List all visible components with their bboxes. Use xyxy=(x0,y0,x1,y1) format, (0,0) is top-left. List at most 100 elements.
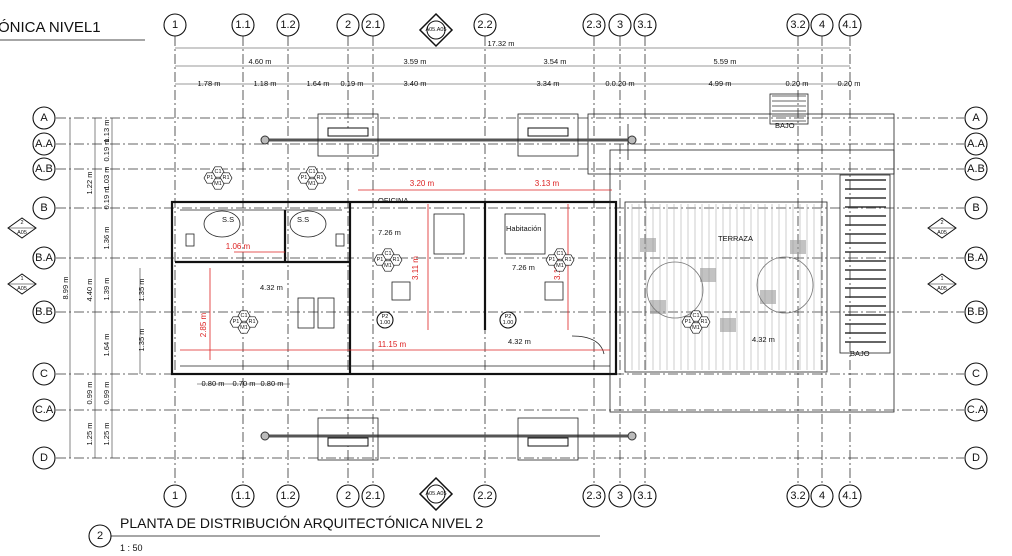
svg-text:R1: R1 xyxy=(316,175,323,181)
svg-text:2.3: 2.3 xyxy=(586,19,601,31)
svg-text:1: 1 xyxy=(172,19,178,31)
dim-bottom-3: 0.80 m xyxy=(261,379,284,388)
grid-bubble-col-2-top: 2 xyxy=(336,13,360,37)
svg-text:C: C xyxy=(972,368,980,380)
svg-text:1.2: 1.2 xyxy=(280,19,295,31)
svg-text:R1: R1 xyxy=(222,175,229,181)
grid-bubble-row-C.A-left: C.A xyxy=(32,398,56,422)
door-tag-2-label: P2 xyxy=(505,314,512,320)
dim-second-9: 0.20 m xyxy=(786,79,809,88)
grid-bubble-col-2.1-bottom: 2.1 xyxy=(361,484,385,508)
grid-bubble-col-3.2-top: 3.2 xyxy=(786,13,810,37)
dim-left-inner-5: 1.36 m xyxy=(102,227,111,250)
grid-bubble-col-1.1-bottom: 1.1 xyxy=(231,484,255,508)
svg-text:A: A xyxy=(972,112,980,124)
dim-left-mid-3: 0.99 m xyxy=(85,382,94,405)
grid-bubble-row-B.A-left: B.A xyxy=(32,246,56,270)
dim-second-5: 3.40 m xyxy=(404,79,427,88)
level-marks: 7.26 m 7.26 m 4.32 m 4.32 m 4.32 m xyxy=(260,228,775,346)
svg-text:3.2: 3.2 xyxy=(790,19,805,31)
terrace-decking xyxy=(631,204,822,370)
walls xyxy=(170,93,895,413)
grid-bubble-col-1-top: 1 xyxy=(163,13,187,37)
level-mark-2: 7.26 m xyxy=(512,263,535,272)
svg-text:C1: C1 xyxy=(240,313,247,319)
dim-left-mid-2: 4.40 m xyxy=(85,279,94,302)
dim-left-mid-4: 1.25 m xyxy=(85,423,94,446)
grid-bubble-col-4.1-bottom: 4.1 xyxy=(838,484,862,508)
svg-text:P1: P1 xyxy=(377,257,384,263)
svg-text:B.B: B.B xyxy=(35,306,53,318)
svg-text:1: 1 xyxy=(172,490,178,502)
svg-text:B: B xyxy=(972,202,979,214)
dim-left-small-1: 1.35 m xyxy=(137,279,146,302)
section-mark-left-1: 2 A05 xyxy=(7,217,37,239)
beams xyxy=(260,113,637,461)
grid-bubble-col-1.2-bottom: 1.2 xyxy=(276,484,300,508)
svg-text:1.1: 1.1 xyxy=(235,490,250,502)
grid-bubble-col-2.3-top: 2.3 xyxy=(582,13,606,37)
grid-bubble-col-2.2-bottom: 2.2 xyxy=(473,484,497,508)
svg-text:A.B: A.B xyxy=(967,163,985,175)
svg-text:P1: P1 xyxy=(301,175,308,181)
section-mark-top: A05.A05 xyxy=(418,12,454,48)
grid-bubble-row-A.B-left: A.B xyxy=(32,157,56,181)
red-dimensions: 3.20 m 3.13 m 1.06 m 3.11 m 3.11 m 2.85 … xyxy=(180,179,612,360)
dimension-text: 17.32 m 4.60 m 3.59 m 3.54 m 5.59 m 1.78… xyxy=(61,39,860,445)
svg-text:M1: M1 xyxy=(214,181,222,187)
svg-text:M1: M1 xyxy=(240,325,248,331)
svg-text:2.3: 2.3 xyxy=(586,490,601,502)
dim-top-1: 4.60 m xyxy=(249,57,272,66)
grid-bubble-col-3.1-top: 3.1 xyxy=(633,13,657,37)
svg-text:1.1: 1.1 xyxy=(235,19,250,31)
dim-second-7: 0.0.20 m xyxy=(605,79,634,88)
drawing-scale: 1 : 50 xyxy=(120,543,143,553)
svg-text:M1: M1 xyxy=(308,181,316,187)
dim-left-inner-6: 1.39 m xyxy=(102,278,111,301)
dim-left-inner-3: 1.03 m xyxy=(102,167,111,190)
door-tag-1-label: P2 xyxy=(382,314,389,320)
svg-text:D: D xyxy=(40,452,48,464)
door-tag-1-code: 1.00 xyxy=(380,320,391,326)
dim-second-10: 0.20 m xyxy=(838,79,861,88)
grid-bubble-col-2.3-bottom: 2.3 xyxy=(582,484,606,508)
svg-text:M1: M1 xyxy=(556,263,564,269)
grid-bubble-row-A.B-right: A.B xyxy=(964,157,988,181)
room-labels: OFICINA Habitación TERRAZA S.S S.S xyxy=(222,196,753,243)
dim-bottom-1: 0.80 m xyxy=(202,379,225,388)
room-ss-1: S.S xyxy=(222,215,234,224)
dim-second-3: 1.64 m xyxy=(307,79,330,88)
svg-text:C1: C1 xyxy=(384,251,391,257)
room-terraza: TERRAZA xyxy=(718,234,753,243)
svg-text:A05.A05: A05.A05 xyxy=(425,491,446,497)
stair-treads xyxy=(772,95,886,343)
svg-text:A05: A05 xyxy=(17,230,27,236)
grid-bubble-col-3-bottom: 3 xyxy=(608,484,632,508)
svg-text:A05: A05 xyxy=(937,286,947,292)
grid-bubble-row-B.A-right: B.A xyxy=(964,246,988,270)
svg-text:2: 2 xyxy=(345,490,351,502)
grid-bubble-col-3-top: 3 xyxy=(608,13,632,37)
svg-text:M1: M1 xyxy=(692,325,700,331)
grid-bubble-row-B.B-left: B.B xyxy=(32,300,56,324)
svg-text:A.A: A.A xyxy=(35,138,53,150)
svg-text:1: 1 xyxy=(20,276,23,282)
grid-bubble-col-1.2-top: 1.2 xyxy=(276,13,300,37)
dim-overall: 17.32 m xyxy=(487,39,514,48)
dim-left-mid-1: 1.22 m xyxy=(85,172,94,195)
dim-left-small-2: 1.35 m xyxy=(137,329,146,352)
svg-text:4: 4 xyxy=(819,19,825,31)
grid-bubble-row-A-left: A xyxy=(32,106,56,130)
svg-text:2.1: 2.1 xyxy=(365,19,380,31)
drawing-title: PLANTA DE DISTRIBUCIÓN ARQUITECTÓNICA NI… xyxy=(120,515,484,531)
room-oficina: OFICINA xyxy=(378,196,408,205)
grid-bubble-col-4-bottom: 4 xyxy=(810,484,834,508)
dim-left-inner-4: 0.19 m xyxy=(102,187,111,210)
svg-text:3.1: 3.1 xyxy=(637,19,652,31)
sheet-number: 2 xyxy=(97,530,103,542)
section-markers: 2 A05 1 A05 2 A05 1 A05 A05.A05 xyxy=(7,12,957,512)
svg-text:2.2: 2.2 xyxy=(477,19,492,31)
grid-lines xyxy=(56,36,964,484)
